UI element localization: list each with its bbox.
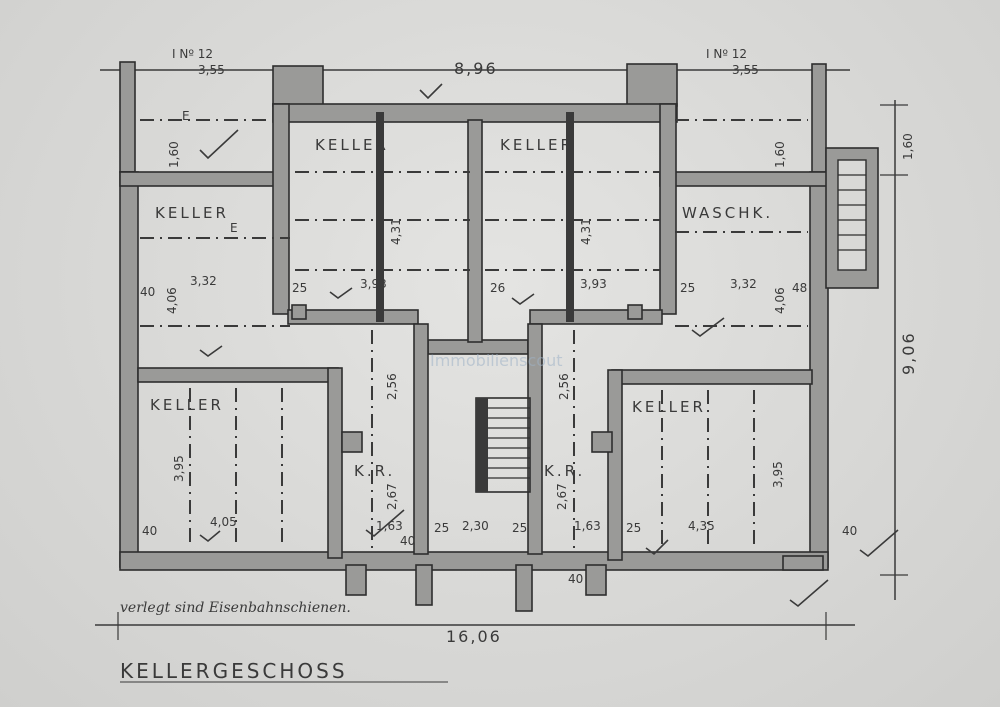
- dim-label: 40: [140, 285, 155, 299]
- dim-label: 2,67: [385, 483, 399, 510]
- dim-label: 40: [400, 534, 415, 548]
- dim-label: 25: [512, 521, 527, 535]
- top-width: 8,96: [454, 59, 498, 78]
- top-right-label: I Nº 12: [706, 47, 747, 61]
- dim-label: E: [230, 221, 238, 235]
- dim-label: 25: [292, 281, 307, 295]
- dim-label: 4,06: [773, 287, 787, 314]
- dim-label: 25: [626, 521, 641, 535]
- room-labels: KELLER KELLER KELLER WASCHK. KELLER KELL…: [150, 136, 773, 480]
- dim-label: 1,60: [167, 141, 181, 168]
- right-height: 9,06: [899, 331, 918, 375]
- dim-label: 40: [842, 524, 857, 538]
- dim-label: 48: [792, 281, 807, 295]
- room-label: KELLER: [150, 396, 224, 414]
- dim-label: 3,95: [172, 455, 186, 482]
- dim-label: 2,30: [462, 519, 489, 533]
- dim-label: 2,67: [555, 483, 569, 510]
- header-labels: I Nº 12 I Nº 12 3,55 3,55 8,96 16,06 9,0…: [172, 47, 918, 646]
- top-right-dim: 3,55: [732, 63, 759, 77]
- dimension-labels: 3,32 3,93 3,93 3,32 4,31 4,31 2,56 2,56 …: [140, 109, 857, 586]
- dim-label: 3,93: [360, 277, 387, 291]
- dim-label: 3,93: [580, 277, 607, 291]
- dim-label: 1,60: [773, 141, 787, 168]
- room-label: WASCHK.: [682, 204, 773, 222]
- dim-label: 4,06: [165, 287, 179, 314]
- dim-label: 26: [490, 281, 505, 295]
- check-marks: [199, 83, 899, 608]
- dim-label: 1,63: [376, 519, 403, 533]
- room-label: KELLER: [500, 136, 574, 154]
- dimension-lines: [95, 69, 908, 640]
- dim-label: 40: [142, 524, 157, 538]
- central-staircase: [475, 174, 866, 493]
- dim-label: 40: [568, 572, 583, 586]
- dim-label: 4,31: [389, 218, 403, 245]
- walls: [119, 61, 879, 612]
- dim-label: 4,35: [688, 519, 715, 533]
- dim-label: 3,32: [190, 274, 217, 288]
- dim-label: 25: [680, 281, 695, 295]
- top-left-label: I Nº 12: [172, 47, 213, 61]
- drawing-title: KELLERGESCHOSS: [120, 659, 348, 683]
- dim-label: 3,95: [771, 461, 785, 488]
- dim-label: 1,63: [574, 519, 601, 533]
- dim-label: 2,56: [385, 373, 399, 400]
- dim-label: E: [182, 109, 190, 123]
- room-label: KELLER: [632, 398, 706, 416]
- dim-label: 25: [434, 521, 449, 535]
- rail-note: verlegt sind Eisenbahnschienen.: [120, 600, 351, 616]
- right-top-dim: 1,60: [901, 133, 915, 160]
- dim-label: 4,05: [210, 515, 237, 529]
- room-label: K.R.: [354, 462, 395, 480]
- room-label: KELLER: [315, 136, 389, 154]
- room-label: KELLER: [155, 204, 229, 222]
- dim-label: 2,56: [557, 373, 571, 400]
- dim-label: 3,32: [730, 277, 757, 291]
- top-left-dim: 3,55: [198, 63, 225, 77]
- dim-label: 4,31: [579, 218, 593, 245]
- overall-width: 16,06: [446, 627, 502, 646]
- watermark: Immobilienscout: [430, 351, 563, 370]
- room-label: K.R.: [544, 462, 585, 480]
- rail-lines: [140, 119, 808, 548]
